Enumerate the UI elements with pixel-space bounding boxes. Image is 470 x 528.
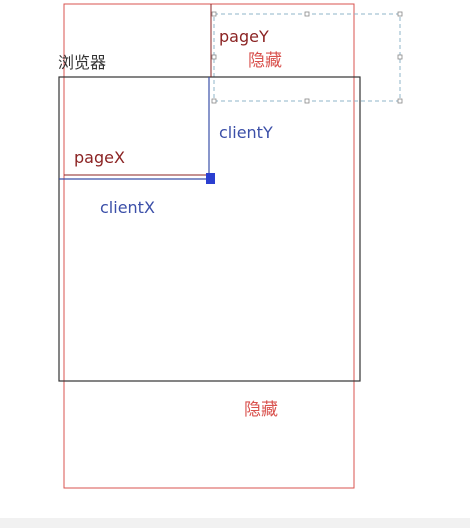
pointer-marker: [206, 173, 215, 184]
page-x-label: pageX: [74, 148, 125, 167]
browser-label: 浏览器: [58, 53, 106, 72]
selection-handle: [211, 11, 217, 17]
selection-handle: [397, 98, 403, 104]
hidden-bottom-label: 隐藏: [244, 400, 278, 420]
hidden-region-selection: [211, 11, 403, 104]
client-y-label: clientY: [219, 123, 273, 142]
selection-handle: [211, 98, 217, 104]
selection-handle: [304, 98, 310, 104]
hidden-top-label: 隐藏: [248, 51, 282, 71]
client-x-label: clientX: [100, 198, 155, 217]
selection-handle: [304, 11, 310, 17]
page-y-label: pageY: [219, 27, 269, 46]
selection-handle: [211, 54, 217, 60]
selection-handle: [397, 11, 403, 17]
page-outline: [63, 3, 355, 489]
bottom-strip: [0, 518, 470, 528]
selection-handle: [397, 54, 403, 60]
